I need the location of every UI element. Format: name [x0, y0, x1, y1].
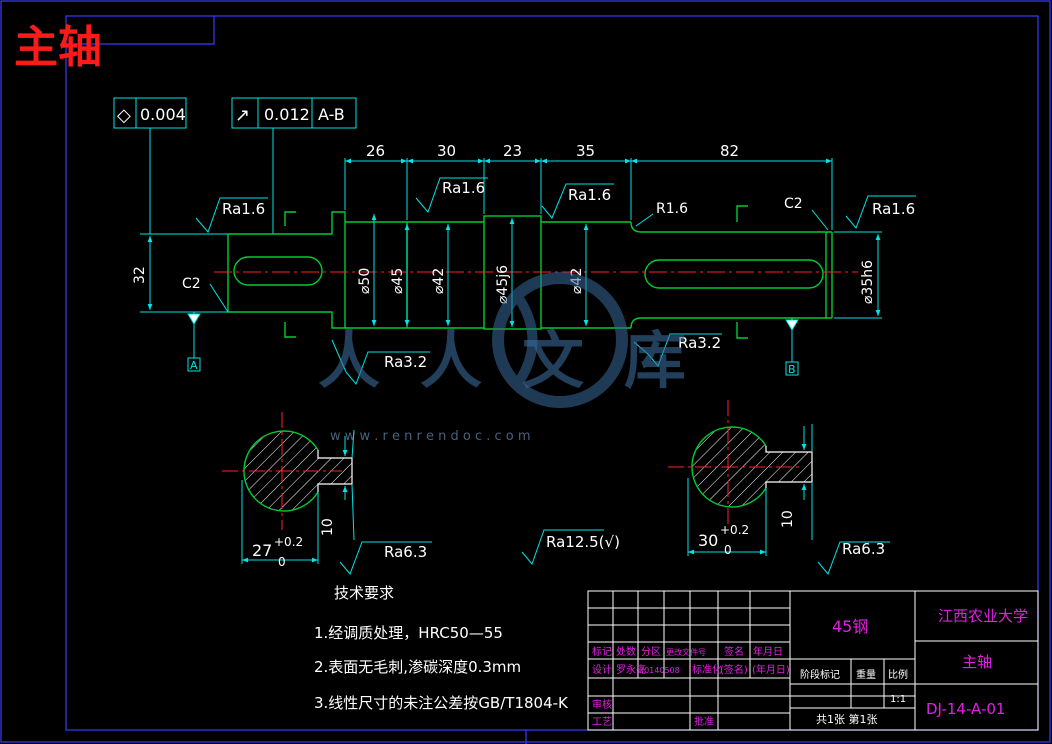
tb-design-5: (年月日) [752, 663, 790, 676]
tb-stage-2: 比例 [888, 668, 908, 681]
watermark-logo [492, 272, 628, 408]
runout-datum: A-B [318, 105, 345, 124]
roughness-ra16-mid: Ra1.6 [442, 179, 485, 197]
diameter-42-a: ⌀42 [431, 268, 447, 294]
title-block [587, 590, 1039, 731]
diameter-50: ⌀50 [357, 268, 373, 294]
tech-req-item-1: 1.经调质处理，HRC50—55 [314, 624, 503, 642]
chamfer-left: C2 [182, 276, 201, 292]
length-30: 30 [437, 142, 456, 160]
roughness-symbols [195, 177, 916, 575]
roughness-ra32-right: Ra3.2 [678, 334, 721, 352]
roughness-ra32-left: Ra3.2 [384, 353, 427, 371]
tech-req-heading: 技术要求 [334, 584, 394, 602]
runout-tolerance-frame [231, 97, 357, 234]
right-section-width: 10 [780, 510, 796, 528]
tb-header-4: 签名 [724, 645, 744, 658]
flatness-symbol: ◇ [117, 105, 131, 126]
datum-a: A [190, 359, 198, 372]
height-32: 32 [132, 266, 148, 284]
runout-value: 0.012 [264, 105, 310, 124]
tb-process: 工艺 [592, 716, 612, 728]
roughness-general: Ra12.5(√) [546, 533, 620, 551]
diameter-35h6: ⌀35h6 [860, 260, 876, 304]
section-view-left [222, 412, 355, 564]
tb-design-4: (签名) [720, 663, 748, 676]
tb-part-name: 主轴 [962, 653, 992, 671]
roughness-ra63-left: Ra6.3 [384, 543, 427, 561]
tb-design-0: 设计 [592, 663, 612, 676]
left-section-tol-up: +0.2 [274, 535, 303, 549]
tb-sheets: 共1张 第1张 [816, 712, 878, 726]
length-23: 23 [503, 142, 522, 160]
page-title: 主轴 [14, 22, 102, 73]
roughness-ra16-right: Ra1.6 [872, 200, 915, 218]
section-view-right [668, 400, 813, 556]
tb-drawing-no: DJ-14-A-01 [926, 700, 1005, 718]
flatness-tolerance-frame [113, 97, 187, 234]
length-35: 35 [576, 142, 595, 160]
diameter-45: ⌀45 [390, 268, 406, 294]
datum-b: B [788, 363, 796, 376]
tb-header-5: 年月日 [753, 645, 783, 658]
tb-review: 审核 [592, 698, 612, 711]
tb-scale: 1:1 [890, 694, 906, 705]
right-section-tol-up: +0.2 [720, 523, 749, 537]
length-26: 26 [366, 142, 385, 160]
length-82: 82 [720, 142, 739, 160]
tb-header-2: 分区 [641, 646, 661, 658]
diameter-45j6: ⌀45j6 [495, 265, 511, 304]
fillet-radius: R1.6 [656, 201, 688, 217]
flatness-value: 0.004 [140, 105, 186, 124]
section-markers [284, 205, 748, 339]
watermark-title: 人人文库 [318, 324, 726, 397]
left-section-depth: 27 [252, 541, 272, 560]
tb-design-3: 标准化 [692, 663, 722, 676]
roughness-ra16-left: Ra1.6 [222, 200, 265, 218]
right-section-depth: 30 [698, 531, 718, 550]
watermark-url: w w w . r e n r e n d o c . c o m [330, 429, 531, 444]
left-section-tol-low: 0 [278, 555, 286, 569]
roughness-ra16-center: Ra1.6 [568, 186, 611, 204]
tb-stage-1: 重量 [856, 668, 876, 681]
tb-approve: 批准 [694, 715, 714, 728]
tb-design-2: 20140508 [639, 666, 680, 675]
runout-symbol: ↗ [235, 105, 250, 126]
tb-design-1: 罗永亮 [616, 663, 646, 676]
tb-stage-0: 阶段标记 [800, 668, 840, 681]
left-section-width: 10 [320, 518, 336, 536]
tb-header-1: 处数 [616, 645, 636, 658]
chamfer-right: C2 [784, 196, 803, 212]
roughness-ra63-right: Ra6.3 [842, 540, 885, 558]
tb-material: 45钢 [832, 617, 868, 636]
tech-req-item-3: 3.线性尺寸的未注公差按GB/T1804-K [314, 694, 569, 712]
right-section-tol-low: 0 [724, 543, 732, 557]
datum-symbols [187, 313, 799, 376]
tb-school: 江西农业大学 [938, 607, 1028, 625]
tb-header-0: 标记 [592, 646, 612, 658]
tb-header-3: 更改文件号 [666, 647, 706, 657]
tech-req-item-2: 2.表面无毛刺,渗碳深度0.3mm [314, 658, 521, 676]
